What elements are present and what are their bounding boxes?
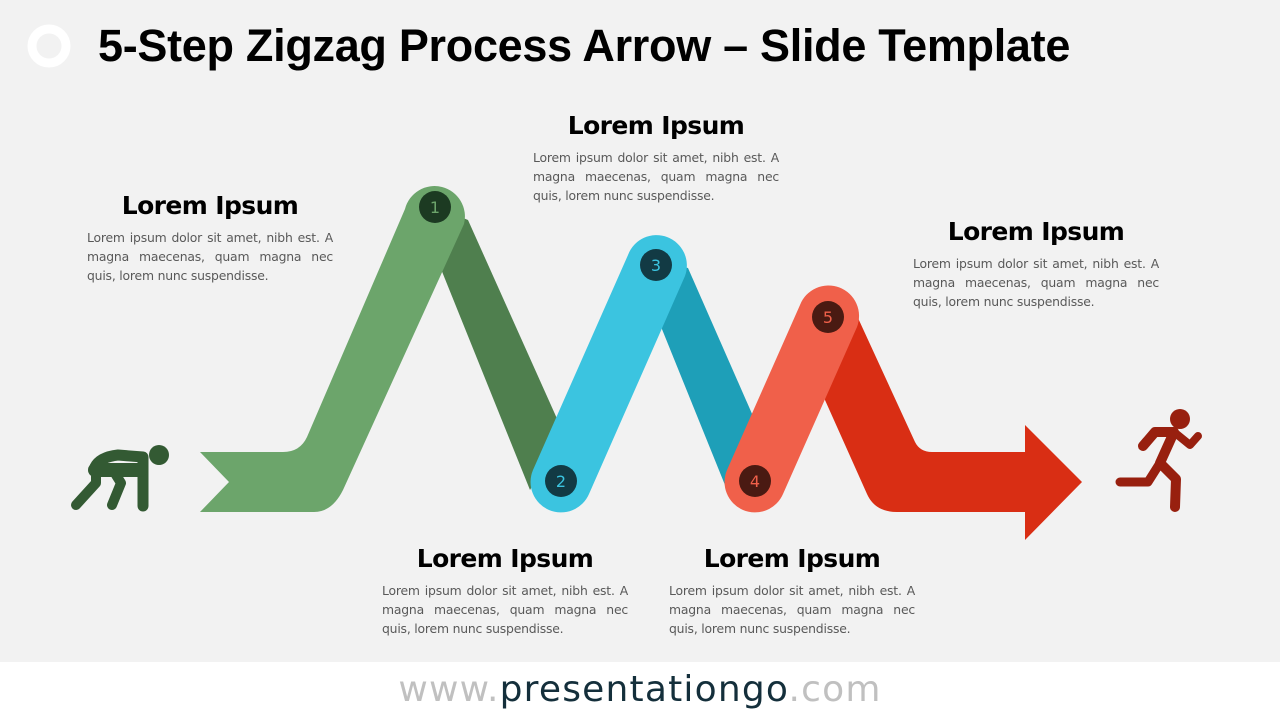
step-2-text: Lorem Ipsum Lorem ipsum dolor sit amet, … [382, 543, 628, 638]
step-5-heading: Lorem Ipsum [947, 217, 1125, 246]
step-4-badge [739, 465, 771, 497]
footer-bar: www.presentationgo.com [0, 662, 1280, 720]
step-1-number: 1 [430, 198, 440, 217]
step-4-body: Lorem ipsum dolor sit amet, nibh est. A … [669, 583, 915, 636]
step-3-number: 3 [651, 256, 661, 275]
step-5-body: Lorem ipsum dolor sit amet, nibh est. A … [913, 256, 1159, 309]
step-1-badge [419, 191, 451, 223]
step-4-text: Lorem Ipsum Lorem ipsum dolor sit amet, … [669, 543, 915, 638]
step-2-heading: Lorem Ipsum [416, 544, 594, 573]
step-5-text: Lorem Ipsum Lorem ipsum dolor sit amet, … [913, 216, 1159, 311]
step-2-main-band [530, 235, 687, 513]
step-2-body: Lorem ipsum dolor sit amet, nibh est. A … [382, 583, 628, 636]
step-4-5-segment: 4 5 [724, 285, 1082, 540]
slide-title: 5-Step Zigzag Process Arrow – Slide Temp… [98, 20, 1071, 71]
step-1-main-band [200, 186, 465, 512]
step-3-body: Lorem ipsum dolor sit amet, nibh est. A … [533, 150, 779, 203]
crouching-start-person-icon [71, 445, 169, 512]
step-5-badge [812, 301, 844, 333]
running-person-icon [1115, 409, 1202, 512]
step-5-fold-band-and-arrowhead [805, 306, 1082, 540]
step-2-badge [545, 465, 577, 497]
step-3-badge [640, 249, 672, 281]
step-2-3-segment: 2 3 [530, 235, 760, 513]
footer-url-prefix: www. [398, 669, 500, 710]
footer-website-link[interactable]: www.presentationgo.com [398, 668, 881, 712]
step-2-number: 2 [556, 472, 566, 491]
footer-url-suffix: .com [788, 669, 882, 710]
logo-fragment-icon [0, 24, 71, 68]
step-4-heading: Lorem Ipsum [703, 544, 881, 573]
step-1-text: Lorem Ipsum Lorem ipsum dolor sit amet, … [87, 190, 333, 285]
slide-canvas: 5-Step Zigzag Process Arrow – Slide Temp… [0, 20, 1202, 638]
step-4-main-band [724, 285, 860, 513]
footer-url-brand: presentationgo [499, 669, 789, 710]
zigzag-process-arrow: 1 2 3 4 5 [71, 186, 1202, 540]
step-1-body: Lorem ipsum dolor sit amet, nibh est. A … [87, 230, 333, 283]
step-5-number: 5 [823, 308, 833, 327]
step-1-heading: Lorem Ipsum [121, 191, 299, 220]
step-1-fold-band [412, 197, 563, 490]
step-1-segment: 1 [200, 186, 563, 512]
step-3-text: Lorem Ipsum Lorem ipsum dolor sit amet, … [533, 110, 779, 205]
step-4-number: 4 [750, 472, 760, 491]
step-3-heading: Lorem Ipsum [567, 111, 745, 140]
